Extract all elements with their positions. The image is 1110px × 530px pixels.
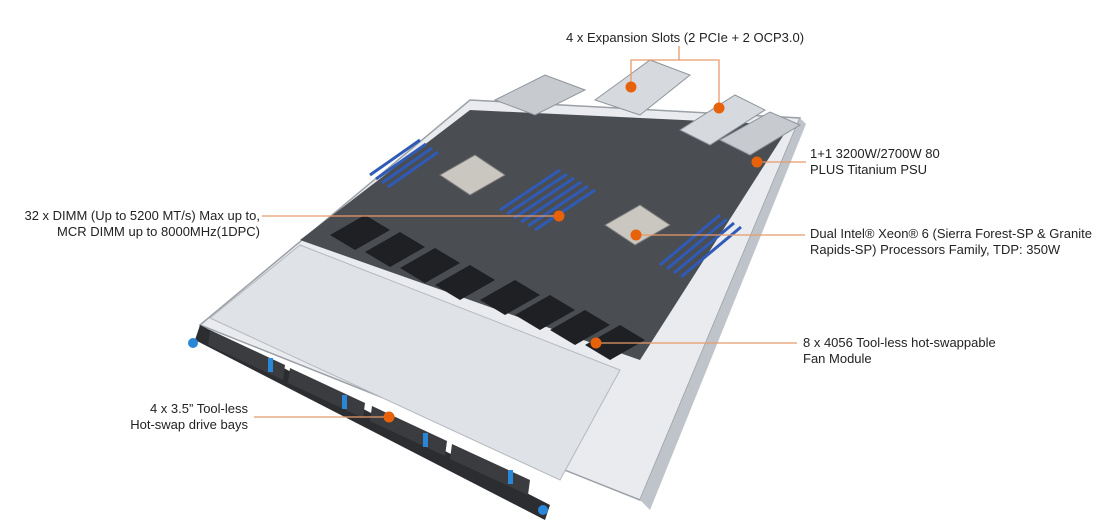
dimm-marker — [553, 210, 565, 222]
leader-lines — [254, 46, 806, 418]
cpu-marker — [630, 229, 642, 241]
dimm-banks — [369, 138, 742, 279]
motherboard — [300, 110, 790, 360]
dimm-label: 32 x DIMM (Up to 5200 MT/s) Max up to, M… — [24, 208, 260, 239]
drive-bay-marker — [383, 411, 395, 423]
cpu-socket-2 — [604, 204, 671, 246]
drive-bays-label: 4 x 3.5” Tool-less Hot-swap drive bays — [130, 401, 248, 432]
psu-marker — [751, 156, 763, 168]
fan-marker — [590, 337, 602, 349]
cpu-label: Dual Intel® Xeon® 6 (Sierra Forest-SP & … — [810, 226, 1092, 257]
psu-label: 1+1 3200W/2700W 80 PLUS Titanium PSU — [810, 146, 940, 177]
expansion-slot-marker-2 — [713, 102, 725, 114]
drive-latches — [268, 358, 513, 484]
expansion-slot-marker-1 — [625, 81, 637, 93]
expansion-slots-label: 4 x Expansion Slots (2 PCIe + 2 OCP3.0) — [566, 30, 805, 45]
riser-1 — [593, 59, 691, 116]
psu-1 — [493, 74, 587, 116]
psu-2 — [718, 111, 802, 156]
fan-module-label: 8 x 4056 Tool-less hot-swappable Fan Mod… — [803, 335, 996, 366]
cpu-socket-1 — [439, 154, 506, 196]
drive-cage-cover — [209, 244, 621, 481]
